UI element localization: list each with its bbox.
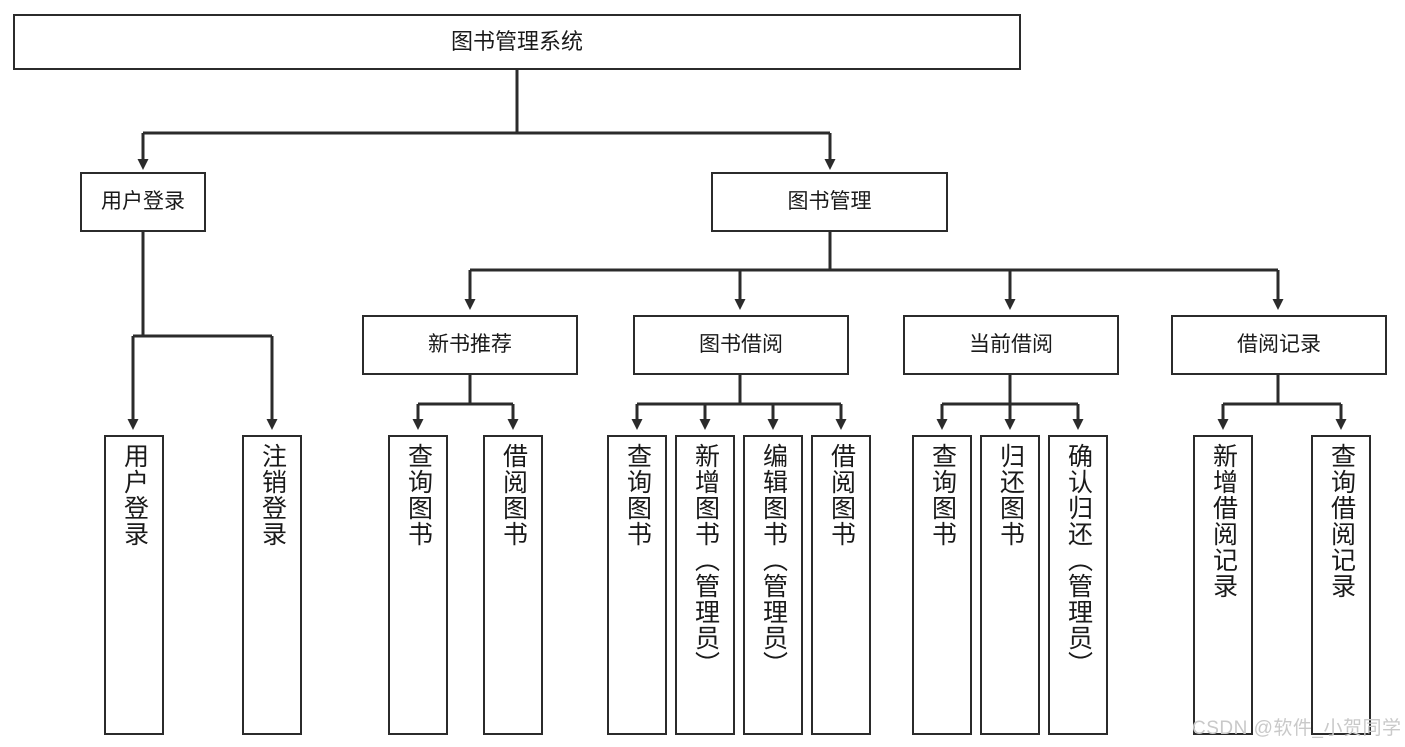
- node-label: 用户登录: [101, 189, 185, 213]
- leaf-user-login-logout[interactable]: 注销登录: [242, 435, 302, 735]
- leaf-borrow-query-book[interactable]: 查询图书: [607, 435, 667, 735]
- leaf-current-confirm-return-admin[interactable]: 确认归还（管理员）: [1048, 435, 1108, 735]
- leaf-new-book-query[interactable]: 查询图书: [388, 435, 448, 735]
- leaf-record-add[interactable]: 新增借阅记录: [1193, 435, 1253, 735]
- node-user-login[interactable]: 用户登录: [80, 172, 206, 232]
- node-label: 查询图书: [404, 443, 433, 547]
- leaf-borrow-edit-book-admin[interactable]: 编辑图书（管理员）: [743, 435, 803, 735]
- leaf-borrow-add-book-admin[interactable]: 新增图书（管理员）: [675, 435, 735, 735]
- leaf-record-query[interactable]: 查询借阅记录: [1311, 435, 1371, 735]
- leaf-new-book-borrow[interactable]: 借阅图书: [483, 435, 543, 735]
- node-label: 查询图书: [623, 443, 652, 547]
- node-root-system[interactable]: 图书管理系统: [13, 14, 1021, 70]
- node-label: 新增图书（管理员）: [691, 443, 720, 677]
- node-label: 新增借阅记录: [1209, 443, 1238, 599]
- leaf-borrow-borrow-book[interactable]: 借阅图书: [811, 435, 871, 735]
- node-label: 图书借阅: [699, 332, 783, 356]
- node-label: 查询借阅记录: [1327, 443, 1356, 599]
- leaf-current-return-book[interactable]: 归还图书: [980, 435, 1040, 735]
- node-label: 查询图书: [928, 443, 957, 547]
- node-label: 借阅记录: [1237, 332, 1321, 356]
- node-label: 用户登录: [120, 443, 149, 547]
- leaf-current-query-book[interactable]: 查询图书: [912, 435, 972, 735]
- node-label: 当前借阅: [969, 332, 1053, 356]
- csdn-watermark: CSDN @软件_小贺同学: [1192, 718, 1402, 739]
- node-label: 确认归还（管理员）: [1064, 443, 1093, 677]
- node-book-borrow[interactable]: 图书借阅: [633, 315, 849, 375]
- node-label: 借阅图书: [827, 443, 856, 547]
- node-borrow-record[interactable]: 借阅记录: [1171, 315, 1387, 375]
- node-label: 图书管理: [787, 189, 872, 213]
- node-new-book-recommend[interactable]: 新书推荐: [362, 315, 578, 375]
- node-label: 编辑图书（管理员）: [759, 443, 788, 677]
- node-book-management[interactable]: 图书管理: [711, 172, 948, 232]
- node-label: 新书推荐: [428, 332, 512, 356]
- node-label: 归还图书: [996, 443, 1025, 547]
- node-label: 借阅图书: [499, 443, 528, 547]
- node-label: 图书管理系统: [450, 29, 583, 55]
- node-label: 注销登录: [258, 443, 287, 547]
- leaf-user-login-login[interactable]: 用户登录: [104, 435, 164, 735]
- node-current-borrow[interactable]: 当前借阅: [903, 315, 1119, 375]
